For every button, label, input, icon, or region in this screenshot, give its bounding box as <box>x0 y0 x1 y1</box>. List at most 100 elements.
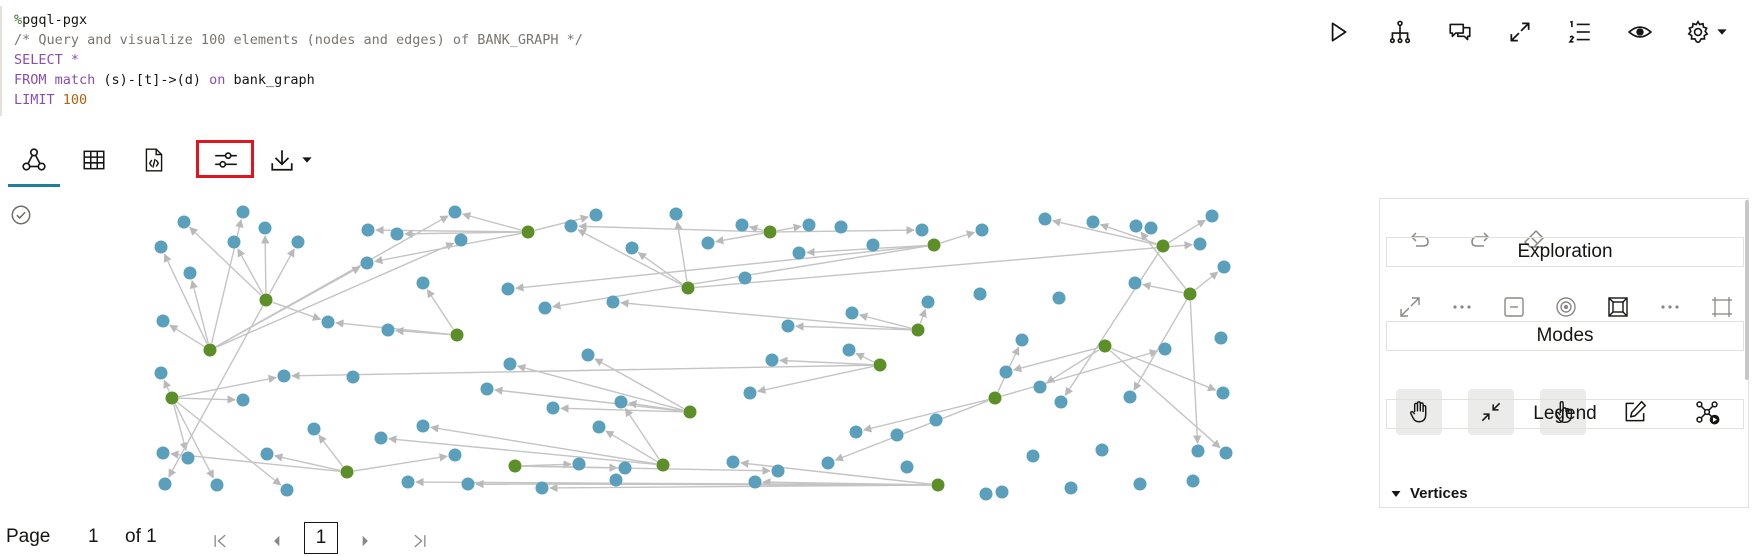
graph-vertex[interactable] <box>291 235 305 249</box>
graph-vertex[interactable] <box>975 223 989 237</box>
graph-edge[interactable] <box>215 266 361 348</box>
graph-edge[interactable] <box>178 374 277 398</box>
graph-vertex[interactable] <box>1205 209 1219 223</box>
settings-dropdown[interactable] <box>1712 14 1732 50</box>
graph-vertex[interactable] <box>1144 221 1158 235</box>
graph-vertex[interactable] <box>581 348 595 362</box>
graph-vertex[interactable] <box>849 425 863 439</box>
graph-edge[interactable] <box>628 400 684 412</box>
graph-vertex[interactable] <box>842 343 856 357</box>
graph-vertex[interactable] <box>1216 386 1230 400</box>
graph-edge[interactable] <box>620 299 912 331</box>
graph-edge[interactable] <box>521 460 572 469</box>
graph-vertex-hub[interactable] <box>988 391 1002 405</box>
graph-edge[interactable] <box>353 453 448 472</box>
graph-vertex[interactable] <box>1052 291 1066 305</box>
graph-vertex-hub[interactable] <box>450 328 464 342</box>
edit-mode-button[interactable] <box>1612 389 1658 435</box>
graph-edge[interactable] <box>1189 300 1202 444</box>
graph-vertex[interactable] <box>900 460 914 474</box>
graph-edge[interactable] <box>748 224 764 233</box>
graph-edge[interactable] <box>475 479 932 489</box>
graph-vertex[interactable] <box>280 483 294 497</box>
graph-vertex[interactable] <box>921 295 935 309</box>
graph-edge[interactable] <box>216 242 455 348</box>
graph-edge[interactable] <box>756 365 874 394</box>
graph-vertex[interactable] <box>210 478 224 492</box>
graph-vertex-hub[interactable] <box>259 293 273 307</box>
graph-edge[interactable] <box>918 308 927 324</box>
graph-vertex[interactable] <box>1193 237 1207 251</box>
next-page-button[interactable] <box>350 526 380 556</box>
graph-edge[interactable] <box>940 230 976 244</box>
graph-vertex[interactable] <box>890 428 904 442</box>
graph-edge[interactable] <box>404 229 522 238</box>
graph-edge[interactable] <box>494 386 684 412</box>
graph-vertex[interactable] <box>1038 212 1052 226</box>
graph-vertex[interactable] <box>1123 390 1137 404</box>
graph-vertex-hub[interactable] <box>931 478 945 492</box>
graph-vertex[interactable] <box>374 431 388 445</box>
graph-vertex[interactable] <box>156 314 170 328</box>
graph-edge[interactable] <box>694 241 1193 289</box>
graph-vertex[interactable] <box>1191 444 1205 458</box>
more-button[interactable] <box>1442 287 1482 327</box>
graph-vertex[interactable] <box>572 457 586 471</box>
graph-vertex[interactable] <box>535 481 549 495</box>
graph-vertex[interactable] <box>669 207 683 221</box>
graph-vertex[interactable] <box>1095 443 1109 457</box>
settings-button[interactable] <box>1680 14 1716 50</box>
fit-button[interactable] <box>1598 287 1638 327</box>
graph-vertex[interactable] <box>1026 449 1040 463</box>
last-page-button[interactable] <box>404 526 434 556</box>
graph-vertex-hub[interactable] <box>521 225 535 239</box>
graph-vertex[interactable] <box>618 461 632 475</box>
graph-vertex[interactable] <box>1217 260 1231 274</box>
shrink-mode-button[interactable] <box>1468 389 1514 435</box>
graph-vertex[interactable] <box>1086 215 1100 229</box>
download-dropdown[interactable] <box>296 140 318 180</box>
graph-vertex[interactable] <box>1158 342 1172 356</box>
graph-vertex[interactable] <box>979 487 993 501</box>
graph-vertex[interactable] <box>735 218 749 232</box>
graph-vertex[interactable] <box>501 282 515 296</box>
download-button[interactable] <box>260 140 304 180</box>
graph-vertex[interactable] <box>1186 474 1200 488</box>
comment-button[interactable] <box>1442 14 1478 50</box>
graph-edge[interactable] <box>1142 281 1184 294</box>
graph-vertex[interactable] <box>260 447 274 461</box>
graph-vertex[interactable] <box>1214 331 1228 345</box>
graph-vertex[interactable] <box>701 236 715 250</box>
graph-vertex[interactable] <box>625 241 639 255</box>
graph-edge[interactable] <box>560 404 684 413</box>
graph-vertex[interactable] <box>973 287 987 301</box>
graph-vertex[interactable] <box>321 315 335 329</box>
graph-vertex[interactable] <box>154 366 168 380</box>
graph-vertex[interactable] <box>792 246 806 260</box>
graph-vertex[interactable] <box>1064 481 1078 495</box>
graph-vertex[interactable] <box>503 357 517 371</box>
expand-button[interactable] <box>1502 14 1538 50</box>
graph-edge[interactable] <box>578 222 764 233</box>
graph-edge[interactable] <box>515 245 928 292</box>
graph-vertex[interactable] <box>606 295 620 309</box>
graph-edge[interactable] <box>1140 231 1187 289</box>
graph-vertex-hub[interactable] <box>340 465 354 479</box>
graph-vertex[interactable] <box>1129 219 1143 233</box>
graph-vertex[interactable] <box>538 301 552 315</box>
graph-edge[interactable] <box>594 358 685 410</box>
graph-vertex[interactable] <box>589 208 603 222</box>
graph-vertex-hub[interactable] <box>1156 239 1170 253</box>
graph-vertex[interactable] <box>1128 276 1142 290</box>
graph-edge[interactable] <box>605 430 658 463</box>
graph-edge[interactable] <box>189 279 209 344</box>
graph-vertex[interactable] <box>765 353 779 367</box>
graph-vertex[interactable] <box>995 485 1009 499</box>
graph-vertex[interactable] <box>748 475 762 489</box>
graph-vertex[interactable] <box>381 323 395 337</box>
graph-vertex[interactable] <box>277 369 291 383</box>
graph-edge[interactable] <box>174 403 214 479</box>
graph-edge[interactable] <box>855 352 875 363</box>
graph-vertex[interactable] <box>236 205 250 219</box>
graph-vertex[interactable] <box>181 451 195 465</box>
